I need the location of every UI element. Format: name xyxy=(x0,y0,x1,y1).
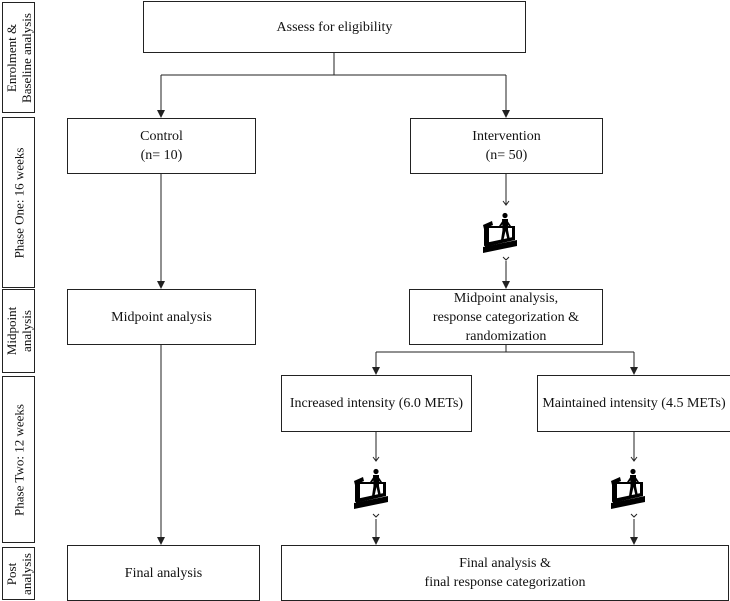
intervention-midpoint-box: Midpoint analysis, response categorizati… xyxy=(409,289,603,345)
phase-label-phase-two: Phase Two: 12 weeks xyxy=(2,376,35,543)
phase-label-midpoint: Midpoint analysis xyxy=(2,289,35,373)
intervention-group-box: Intervention (n= 50) xyxy=(410,118,603,174)
maintained-intensity-box: Maintained intensity (4.5 METs) xyxy=(537,375,730,432)
phase-label-text: Phase One: 16 weeks xyxy=(11,147,26,258)
control-group-box: Control (n= 10) xyxy=(67,118,256,174)
assess-eligibility-box: Assess for eligibility xyxy=(143,1,526,53)
chevron-down-icon xyxy=(502,256,510,261)
phase-label-text: Phase Two: 12 weeks xyxy=(11,403,26,516)
chevron-down-icon xyxy=(372,513,380,518)
phase-label-text: Midpoint analysis xyxy=(3,306,34,356)
control-midpoint-box: Midpoint analysis xyxy=(67,289,256,345)
phase-label-post: Post analysis xyxy=(2,547,35,600)
phase-label-phase-one: Phase One: 16 weeks xyxy=(2,117,35,288)
phase-label-text: Enrolment & Baseline analysis xyxy=(3,12,34,103)
treadmill-runner-icon xyxy=(354,468,388,509)
treadmill-runner-icon xyxy=(483,212,517,253)
chevron-down-icon xyxy=(630,513,638,518)
control-final-analysis-box: Final analysis xyxy=(67,545,260,601)
increased-intensity-box: Increased intensity (6.0 METs) xyxy=(281,375,472,432)
treadmill-runner-icon xyxy=(611,468,645,509)
intervention-final-analysis-box: Final analysis & final response categori… xyxy=(281,545,729,601)
phase-label-text: Post analysis xyxy=(3,552,34,595)
phase-label-enrolment: Enrolment & Baseline analysis xyxy=(2,2,35,113)
